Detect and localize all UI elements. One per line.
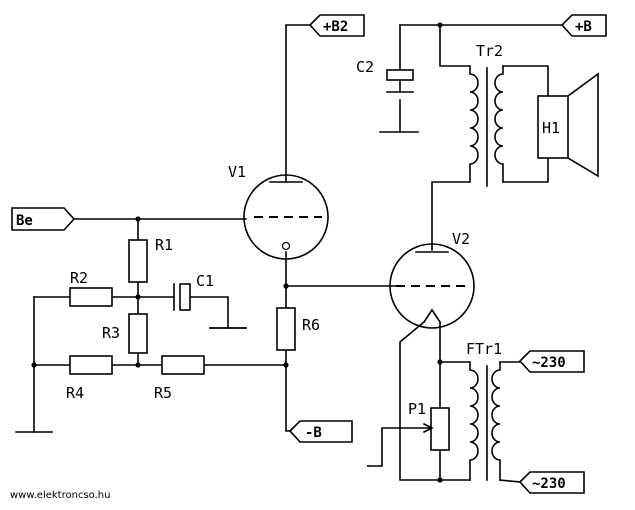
capacitor-c1: C1 (173, 272, 214, 311)
v1-label: V1 (228, 163, 246, 181)
transformer-tr2: Tr2 (469, 42, 504, 187)
website-footer: www.elektroncso.hu (10, 490, 110, 501)
potentiometer-p1: P1 (408, 400, 450, 451)
terminal-input-be: Be (11, 207, 76, 231)
terminal-b-minus-label: -B (305, 425, 322, 441)
terminal-b2-label: +B2 (323, 19, 348, 35)
ftr1-label: FTr1 (466, 340, 502, 358)
r4-label: R4 (66, 384, 84, 402)
resistor-r1: R1 (128, 236, 173, 283)
terminal-mains-bottom: ~230 (518, 471, 585, 494)
terminal-b-minus: -B (288, 420, 353, 443)
resistor-r6: R6 (276, 307, 320, 351)
terminal-b2-plus: +B2 (308, 14, 365, 37)
r6-label: R6 (302, 316, 320, 334)
terminal-b-plus: +B (560, 14, 607, 37)
p1-label: P1 (408, 400, 426, 418)
terminal-input-label: Be (16, 213, 33, 229)
r1-label: R1 (155, 236, 173, 254)
tr2-label: Tr2 (476, 42, 503, 60)
resistor-r4: R4 (66, 355, 113, 402)
r2-label: R2 (70, 269, 88, 287)
capacitor-c2: C2 (356, 58, 414, 93)
resistor-r5: R5 (154, 355, 205, 402)
terminal-mains-bottom-label: ~230 (532, 476, 566, 492)
c2-label: C2 (356, 58, 374, 76)
r5-label: R5 (154, 384, 172, 402)
resistor-r2: R2 (69, 269, 113, 307)
terminal-mains-top-label: ~230 (532, 355, 566, 371)
h1-label: H1 (542, 119, 560, 137)
resistor-r3: R3 (102, 313, 148, 354)
r3-label: R3 (102, 324, 120, 342)
terminal-mains-top: ~230 (518, 350, 585, 373)
terminal-b-plus-label: +B (575, 19, 592, 35)
v2-label: V2 (452, 230, 470, 248)
wires (15, 24, 563, 483)
junction-dots (31, 22, 443, 483)
speaker-h1: H1 (537, 72, 599, 178)
tube-v2: V2 (389, 230, 475, 329)
c1-label: C1 (196, 272, 214, 290)
transformer-ftr1: FTr1 (466, 340, 502, 481)
tube-v1: V1 (228, 163, 329, 260)
